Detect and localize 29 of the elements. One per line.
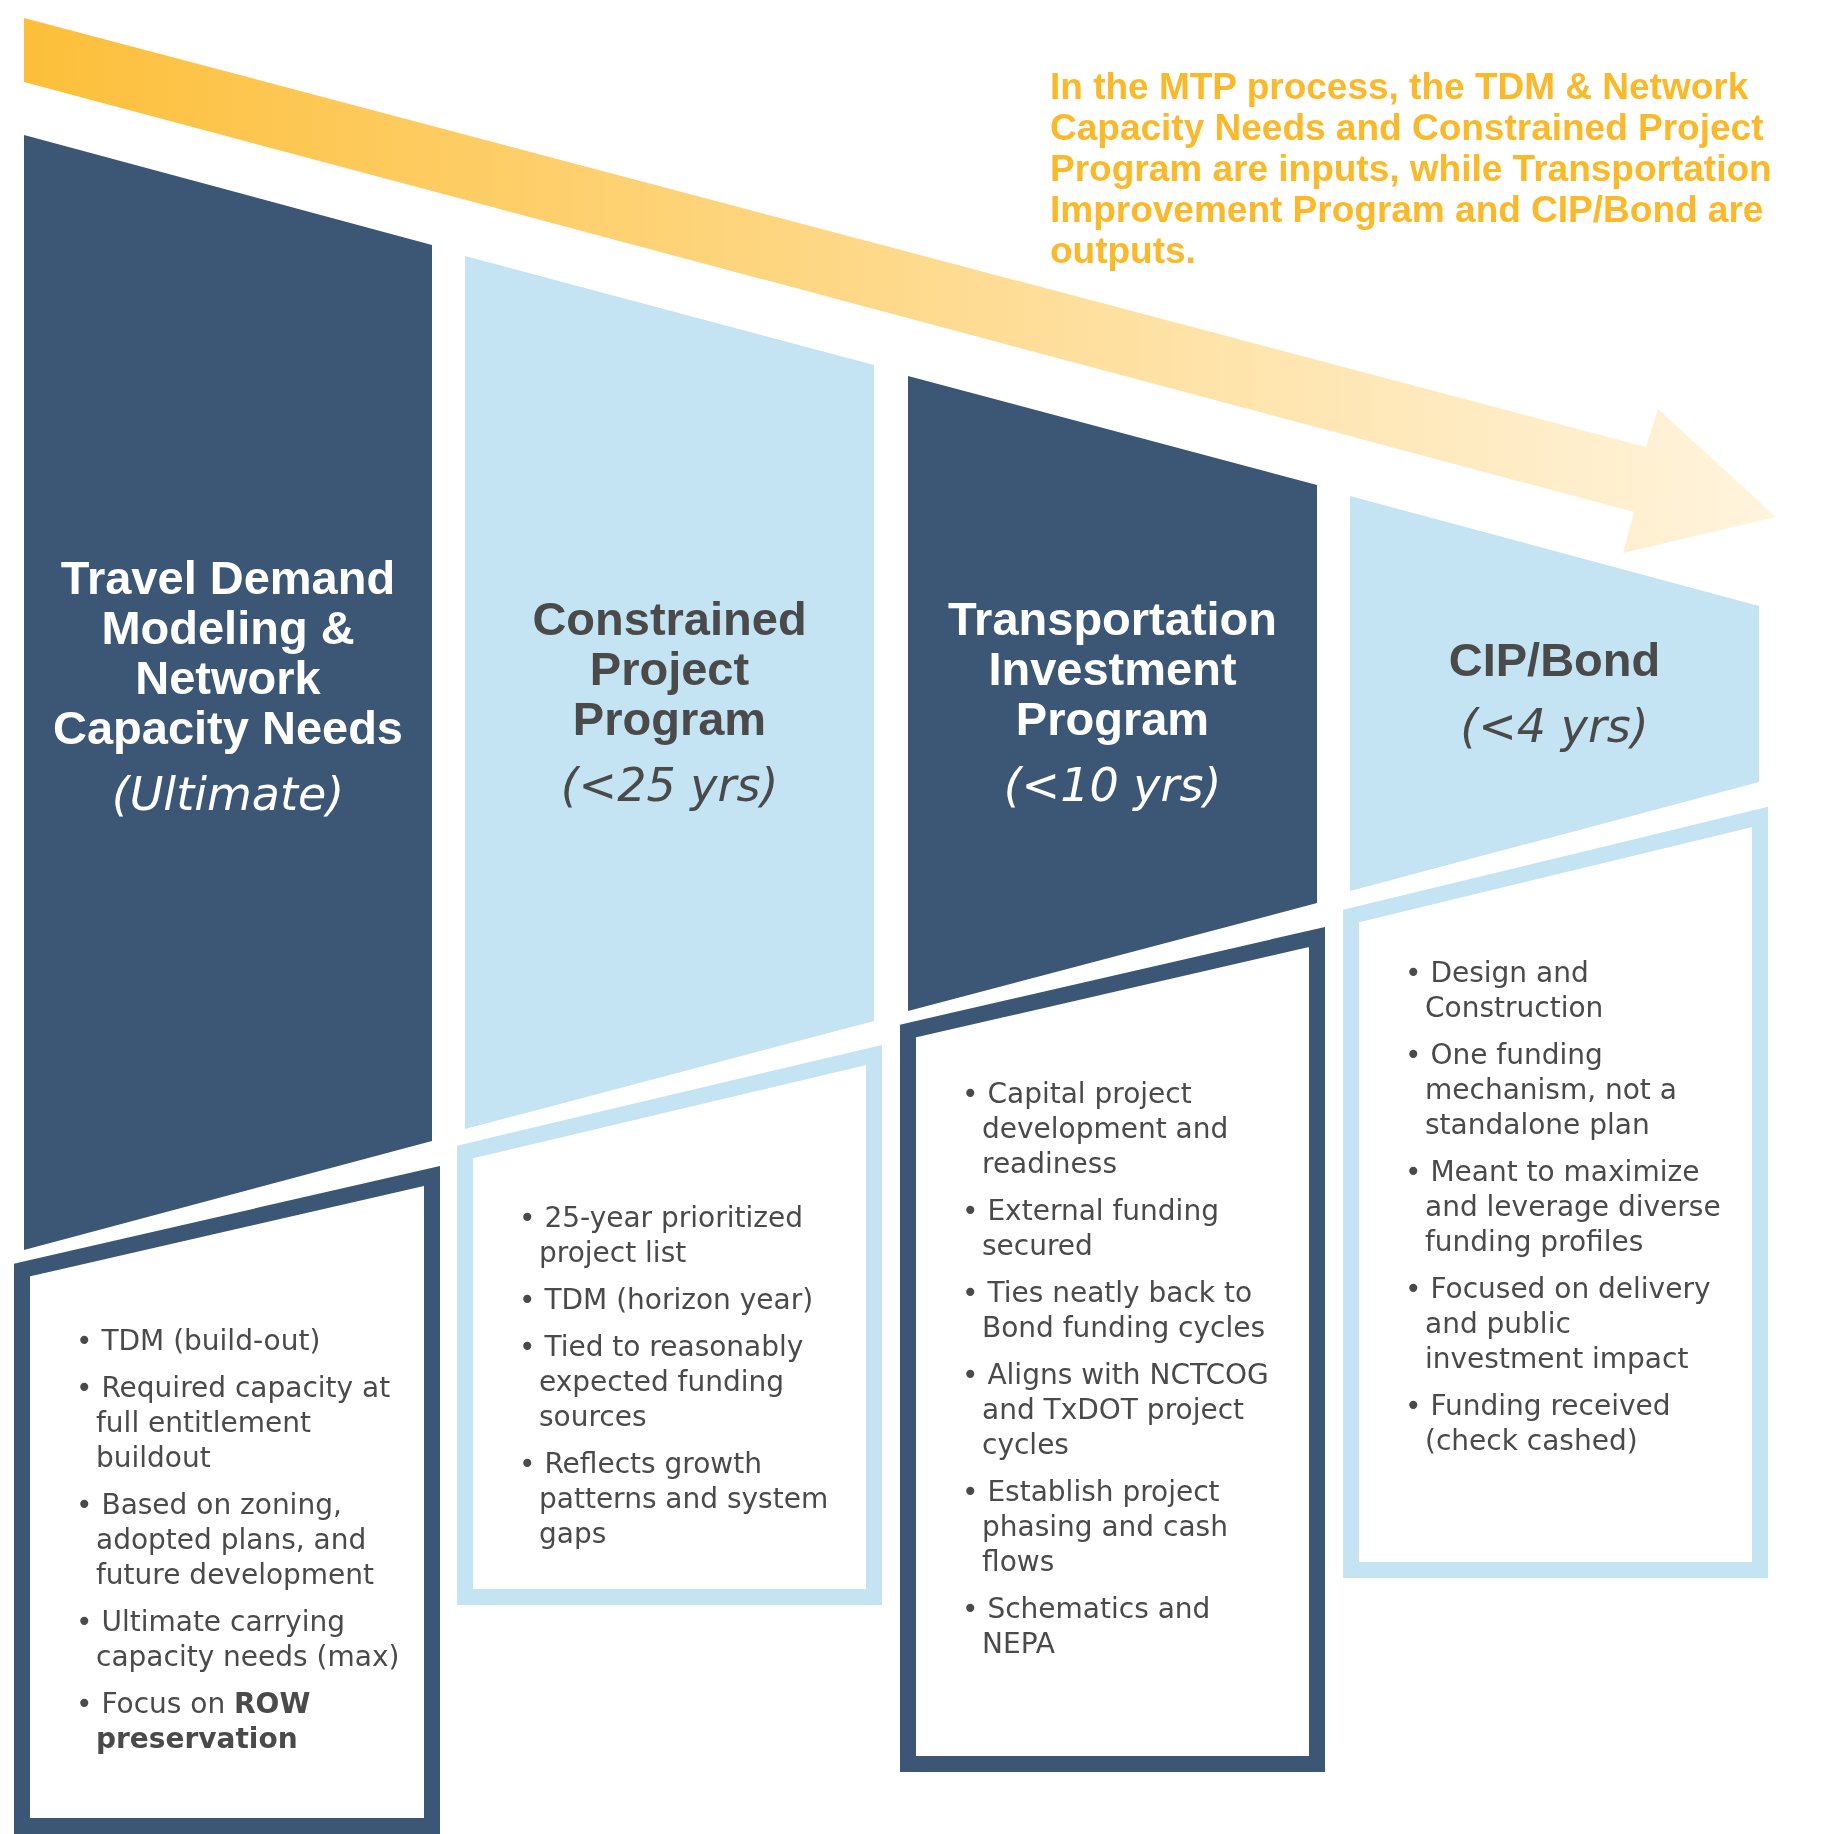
bullet-item: • Reflects growth patterns and system gaps (519, 1446, 830, 1551)
bullet-item: • Based on zoning, adopted plans, and future development (76, 1487, 376, 1592)
bullet-item: • TDM (build-out) (76, 1323, 322, 1358)
bullet-item: • External funding secured (962, 1193, 1220, 1263)
phase-title: Transportation Investment Program (947, 594, 1278, 744)
bullet-item: • Aligns with NCTCOG and TxDOT project cycles (962, 1357, 1270, 1462)
bullet-item: • Establish project phasing and cash flows (962, 1474, 1229, 1579)
bullet-item: • Focus on ROW preservation (76, 1686, 312, 1756)
bullet-item: • Tied to reasonably expected funding sources (519, 1329, 805, 1434)
time-horizon-label: (Ultimate) (110, 767, 346, 821)
phase-title: Travel Demand Modeling & Network Capacity Needs (51, 553, 404, 753)
bullet-item: • Meant to maximize and leverage diverse funding profiles (1405, 1154, 1722, 1259)
time-horizon-label: (<4 yrs) (1459, 699, 1650, 753)
phase-title: CIP/Bond (1447, 635, 1662, 685)
bullet-item: • Schematics and NEPA (962, 1591, 1212, 1661)
time-horizon-label: (<10 yrs) (1002, 758, 1223, 812)
bullet-item: • Ultimate carrying capacity needs (max) (76, 1604, 401, 1674)
bullet-item: • Capital project development and readiness (962, 1076, 1230, 1181)
phase-title: Constrained Project Program (531, 594, 808, 744)
bullet-item: • Required capacity at full entitlement buildout (76, 1370, 392, 1475)
time-horizon-label: (<25 yrs) (559, 758, 780, 812)
annotation-text: In the MTP process, the TDM & Network Capacity Needs and Constrained Project Program are inputs, while Transportation Improvement Program and CIP/Bond are outputs. (1050, 66, 1773, 271)
bullet-item: • TDM (horizon year) (519, 1282, 815, 1317)
bullet-item: • Funding received (check cashed) (1405, 1388, 1672, 1458)
bullet-item: • Focused on delivery and public investment impact (1405, 1271, 1712, 1376)
bullet-item: • 25-year prioritized project list (519, 1200, 804, 1270)
bullet-item: • Ties neatly back to Bond funding cycles (962, 1275, 1267, 1345)
bullet-item: • One funding mechanism, not a standalone plan (1405, 1037, 1678, 1142)
bullet-item: • Design and Construction (1405, 955, 1605, 1025)
